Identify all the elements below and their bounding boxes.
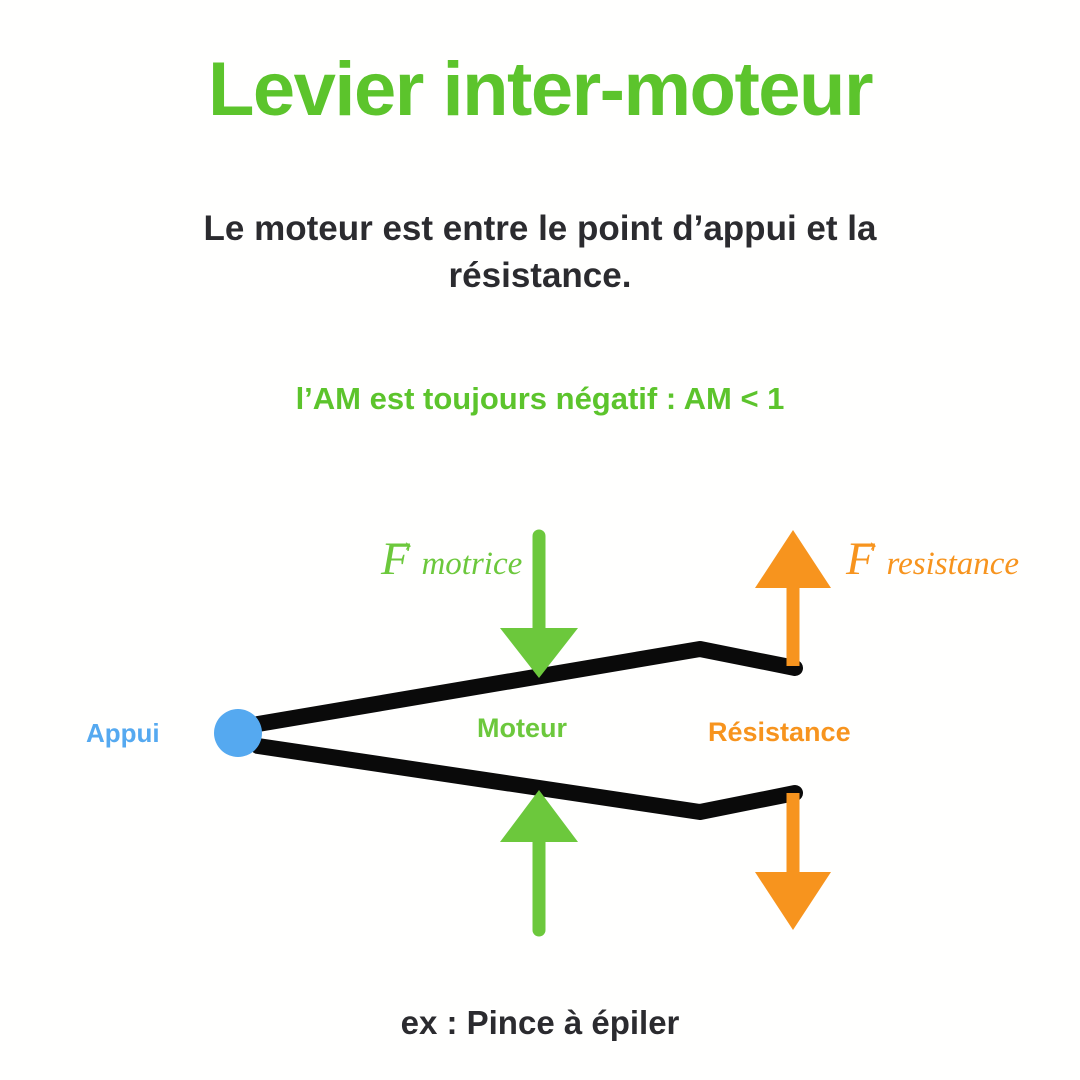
force-resistance-symbol-wrap: →F	[846, 527, 886, 586]
force-motrice-down-arrow	[500, 529, 578, 678]
upper-lever-arm	[250, 641, 803, 732]
lower-lever-arm	[250, 738, 803, 820]
resistance-label: Résistance	[708, 717, 851, 747]
pivot-label: Appui	[86, 718, 160, 748]
force-motrice-symbol-wrap: →F	[381, 527, 421, 586]
force-motrice-up-arrow	[500, 790, 578, 937]
vector-arrow-icon: →	[387, 525, 417, 558]
force-motrice-subscript: motrice	[421, 546, 523, 582]
am-note-text: l’AM est toujours négatif : AM < 1	[295, 381, 785, 416]
force-motrice-label: →F motrice	[381, 527, 523, 586]
page-title: Levier inter-moteur	[207, 47, 874, 132]
force-resistance-down-arrow	[755, 793, 831, 930]
force-resistance-symbol: F	[846, 533, 875, 585]
force-resistance-label: →F resistance	[846, 527, 1020, 586]
subtitle-text: Le moteur est entre le point d’appui et …	[203, 209, 877, 296]
force-motrice-symbol: F	[381, 533, 410, 585]
vector-arrow-icon: →	[852, 525, 882, 558]
moteur-label: Moteur	[477, 713, 567, 743]
pivot-circle	[214, 709, 262, 757]
force-resistance-up-arrow	[755, 530, 831, 666]
force-resistance-subscript: resistance	[886, 546, 1020, 582]
example-text: ex : Pince à épiler	[400, 1004, 680, 1041]
